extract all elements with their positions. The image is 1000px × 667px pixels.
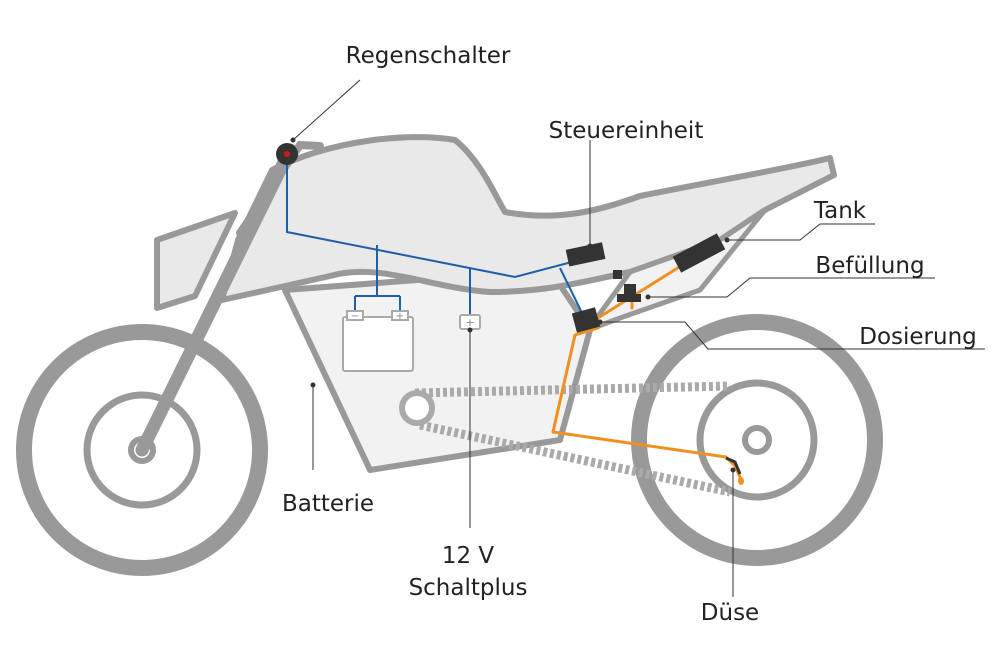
label-battery: Batterie [282, 491, 374, 517]
battery: − + [342, 310, 414, 372]
filling-port [613, 270, 641, 302]
battery-plus-sign: + [396, 311, 404, 322]
label-control-unit: Steuereinheit [549, 118, 704, 144]
label-switched-plus: Schaltplus [409, 575, 528, 601]
switched-plus-symbol: + [465, 316, 474, 329]
control-unit [565, 242, 606, 267]
leader-dots [290, 137, 736, 473]
dosing-unit [571, 307, 601, 333]
tank-seat-body [219, 134, 837, 303]
label-rain-switch: Regenschalter [346, 43, 511, 69]
electric-wiring [286, 162, 588, 316]
oil-drop [738, 477, 744, 485]
rear-wheel [631, 314, 883, 566]
label-tank: Tank [813, 198, 867, 224]
battery-minus-sign: − [351, 311, 359, 322]
label-switched-plus-voltage: 12 V [442, 543, 495, 569]
switched-plus-terminal: + [459, 314, 481, 330]
label-nozzle: Düse [701, 600, 759, 626]
rain-switch [276, 143, 298, 165]
label-dosing: Dosierung [859, 324, 977, 350]
front-fork [135, 140, 324, 457]
drive-chain [399, 381, 731, 497]
leader-lines [292, 79, 985, 597]
frame-panel [282, 267, 593, 473]
label-filling: Befüllung [815, 253, 924, 279]
nozzle [725, 456, 742, 475]
front-fairing [154, 210, 238, 311]
oil-tank [672, 233, 726, 273]
